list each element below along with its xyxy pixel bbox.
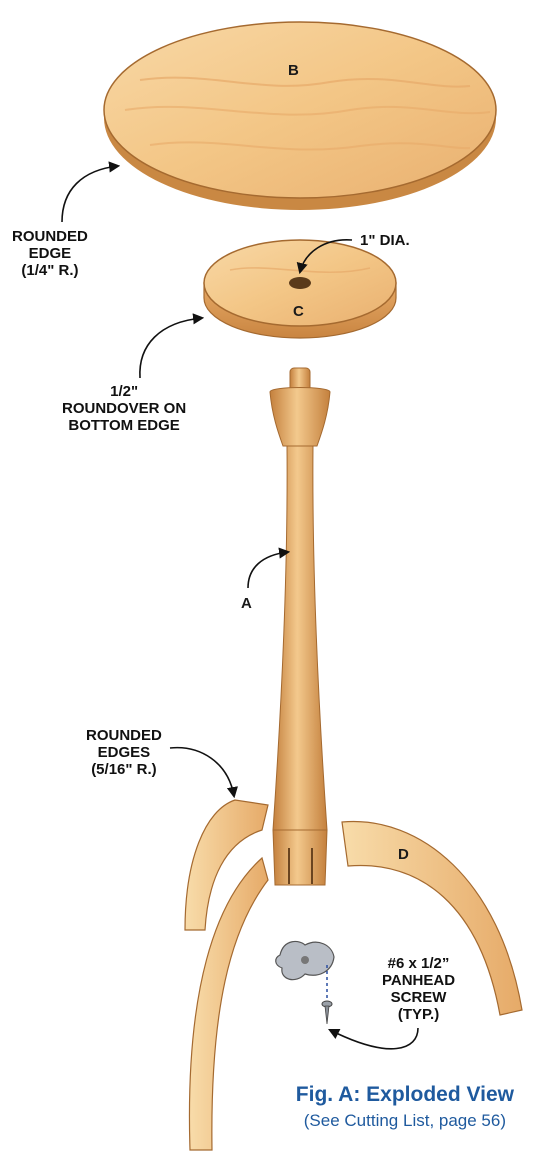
- screw-line-3: SCREW: [390, 989, 447, 1006]
- part-label-d: D: [398, 846, 409, 863]
- rounded-edge-line-3: (1/4" R.): [21, 262, 79, 279]
- leg-left: [184, 799, 269, 931]
- mounting-plate: [275, 940, 335, 981]
- rounded-edge-line-2: EDGE: [28, 245, 72, 262]
- roundover-line-3: BOTTOM EDGE: [68, 417, 180, 434]
- part-label-b: B: [288, 62, 299, 79]
- dia-label: 1" DIA.: [360, 232, 410, 249]
- panhead-screw: [321, 1000, 333, 1025]
- screw-line-2: PANHEAD: [382, 972, 456, 989]
- disc-c: [203, 239, 397, 339]
- rounded-edges-legs-label: ROUNDED EDGES (5/16" R.): [86, 727, 162, 778]
- rounded-edge-line-1: ROUNDED: [12, 228, 88, 245]
- figure-subtitle: (See Cutting List, page 56): [303, 1111, 506, 1130]
- tabletop-b: [103, 21, 497, 210]
- part-label-c: C: [293, 303, 304, 320]
- rounded-edges-line-3: (5/16" R.): [91, 761, 157, 778]
- figure-title: Fig. A: Exploded View: [295, 1083, 514, 1106]
- roundover-line-1: 1/2": [110, 383, 139, 400]
- part-label-a: A: [241, 595, 252, 612]
- roundover-label: 1/2" ROUNDOVER ON BOTTOM EDGE: [62, 383, 186, 434]
- rounded-edges-line-2: EDGES: [97, 744, 151, 761]
- screw-label: #6 x 1/2” PANHEAD SCREW (TYP.): [382, 955, 455, 1023]
- post-a: [269, 367, 331, 886]
- rounded-edges-line-1: ROUNDED: [86, 727, 162, 744]
- leg-d: [341, 820, 523, 1016]
- roundover-line-2: ROUNDOVER ON: [62, 400, 187, 417]
- screw-line-4: (TYP.): [397, 1006, 440, 1023]
- leg-front: [188, 856, 269, 1151]
- rounded-edge-label: ROUNDED EDGE (1/4" R.): [12, 228, 88, 279]
- screw-line-1: #6 x 1/2”: [387, 955, 450, 972]
